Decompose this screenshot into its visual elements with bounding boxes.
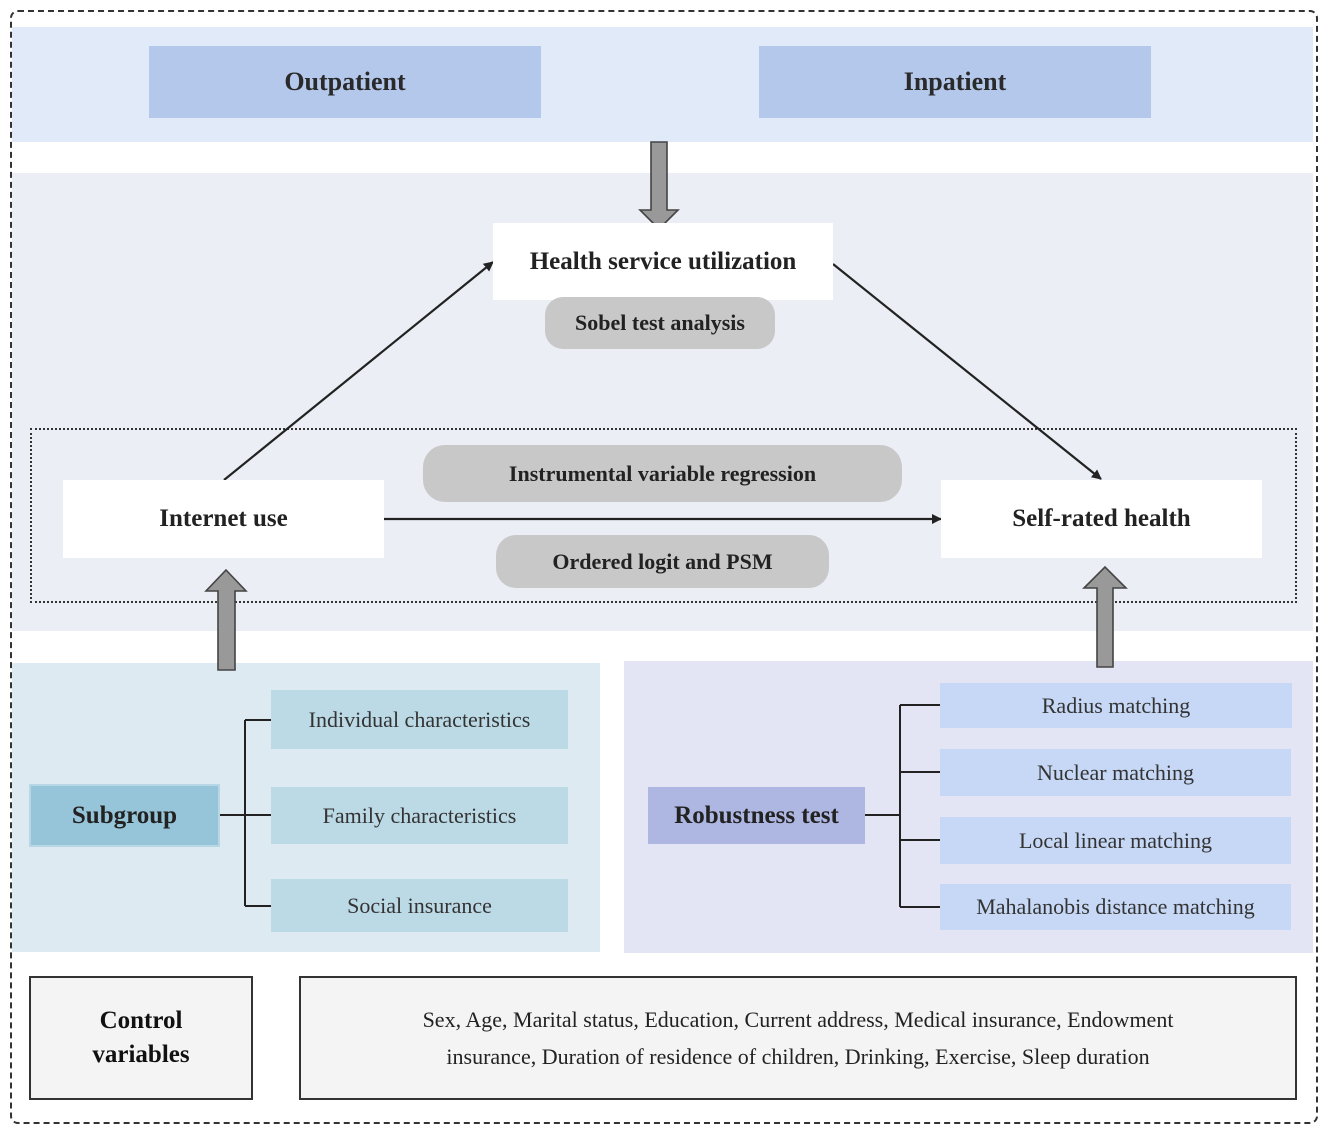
- subgroup-bracket: [220, 719, 271, 907]
- robustness-test-box: Robustness test: [648, 787, 865, 844]
- control-title-line2: variables: [92, 1041, 190, 1068]
- ordered-logit-psm-pill: Ordered logit and PSM: [496, 535, 829, 588]
- outpatient-box: Outpatient: [149, 46, 541, 118]
- core-model-region: [30, 428, 1297, 603]
- control-text-line1: Sex, Age, Marital status, Education, Cur…: [422, 1007, 1174, 1032]
- instrumental-variable-pill: Instrumental variable regression: [423, 445, 902, 502]
- robustness-bracket: [865, 704, 940, 908]
- control-variables-title-box: Control variables: [29, 976, 253, 1100]
- path-utilization-to-health-arrow: [832, 263, 1102, 480]
- internet-use-box: Internet use: [63, 480, 384, 558]
- path-internet-to-utilization-arrow: [223, 261, 494, 481]
- robustness-item-local-linear: Local linear matching: [940, 817, 1291, 864]
- subgroup-item-individual: Individual characteristics: [271, 690, 568, 749]
- outer-frame: [10, 10, 1318, 1124]
- robustness-item-radius: Radius matching: [940, 683, 1292, 728]
- robustness-item-nuclear: Nuclear matching: [940, 749, 1291, 796]
- control-title-line1: Control: [99, 1007, 183, 1034]
- sobel-test-pill: Sobel test analysis: [545, 297, 775, 349]
- block-arrow-up-right: [1082, 565, 1128, 668]
- block-arrow-down: [638, 141, 680, 231]
- control-variables-list-box: Sex, Age, Marital status, Education, Cur…: [299, 976, 1297, 1100]
- control-text-line2: insurance, Duration of residence of chil…: [446, 1044, 1150, 1069]
- block-arrow-up-left: [204, 568, 248, 671]
- subgroup-item-social-insurance: Social insurance: [271, 879, 568, 932]
- robustness-item-mahalanobis: Mahalanobis distance matching: [940, 884, 1291, 930]
- subgroup-box: Subgroup: [29, 784, 220, 847]
- health-service-utilization-box: Health service utilization: [493, 223, 833, 300]
- inpatient-box: Inpatient: [759, 46, 1151, 118]
- self-rated-health-box: Self-rated health: [941, 480, 1262, 558]
- subgroup-item-family: Family characteristics: [271, 787, 568, 844]
